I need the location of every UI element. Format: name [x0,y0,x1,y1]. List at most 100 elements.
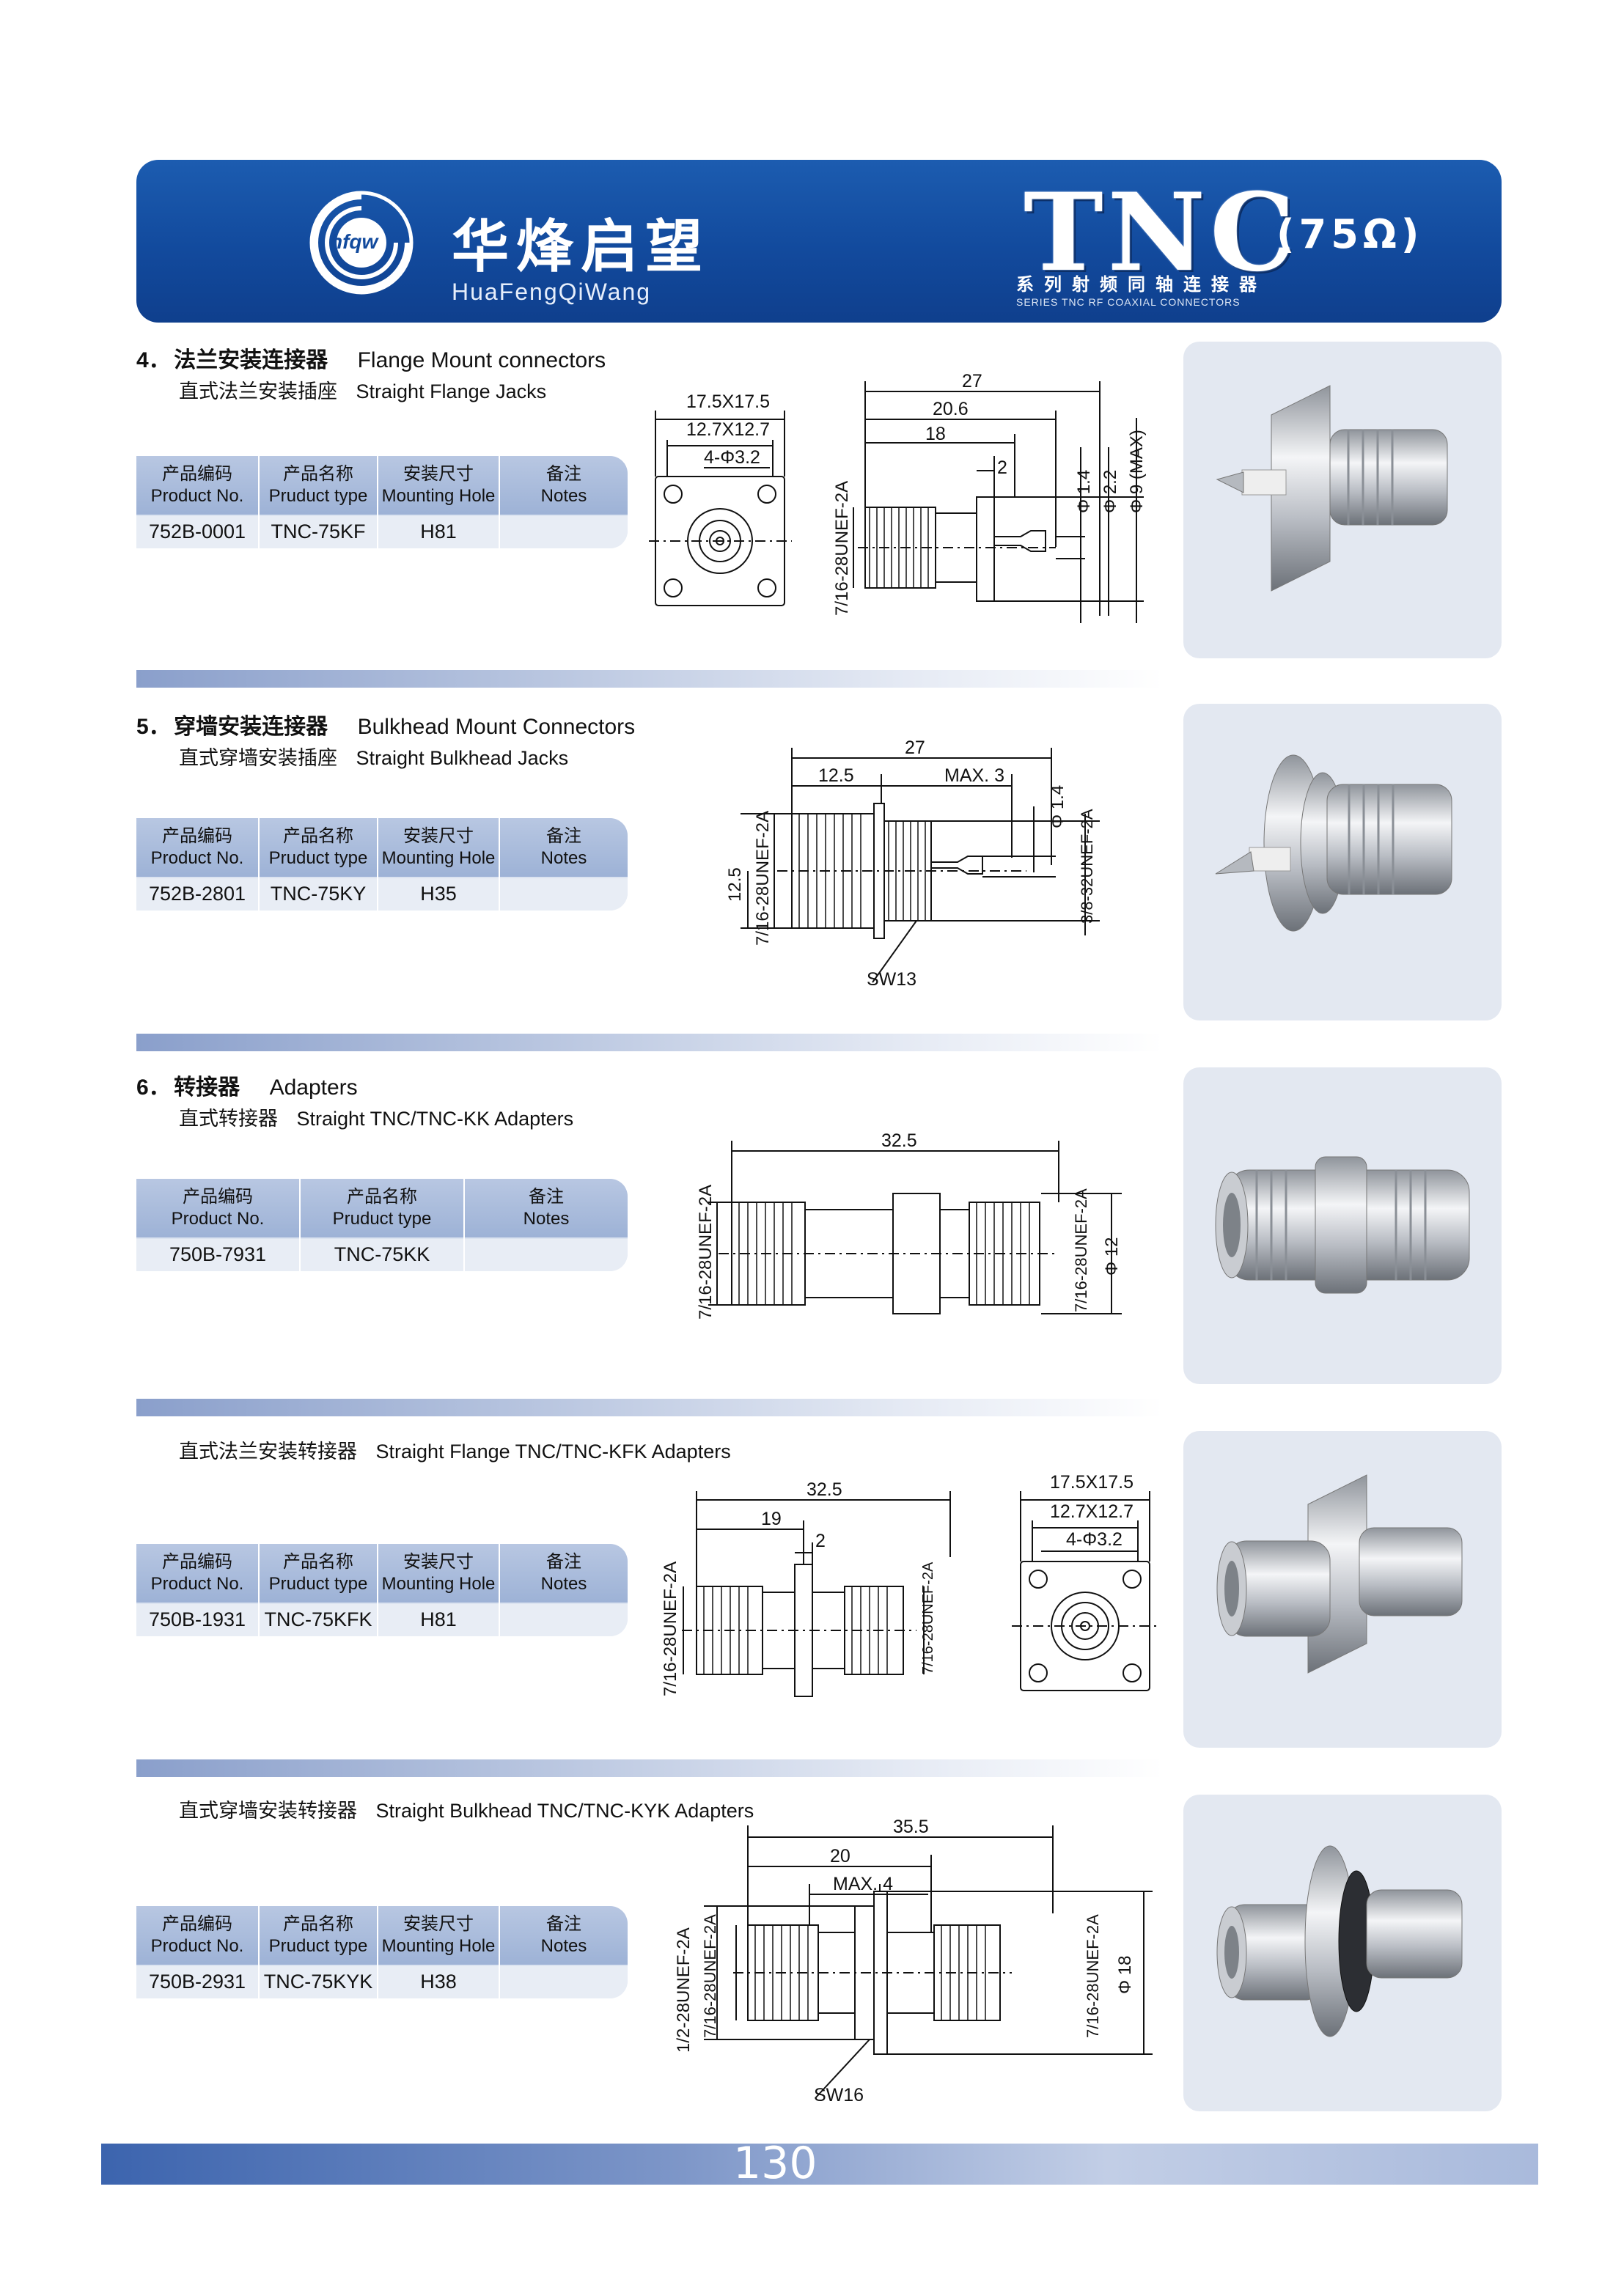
thread-label: 7/16-28UNEF-2A [920,1561,936,1674]
product-photo-kk-adapter [1183,1067,1502,1384]
section-divider [136,670,1163,688]
logo-text: hfqw [330,230,378,253]
footer-bar [101,2144,1538,2185]
product-photo-flange-jack [1183,342,1502,658]
dim-label: 2 [997,457,1007,478]
subtitle-en: Straight TNC/TNC-KK Adapters [296,1108,574,1130]
product-no-cell: 750B-2931 [148,1971,246,1993]
dim-label: 32.5 [807,1479,842,1500]
subtitle-en: Straight Flange Jacks [356,380,547,402]
section-title-cn: 转接器 [174,1075,240,1100]
subtitle-cn: 直式法兰安装转接器 [179,1441,357,1463]
product-photo-kfk-adapter [1183,1431,1502,1748]
brand-name-en: HuaFengQiWang [452,279,652,305]
dim-label: Φ 2.2 [1101,470,1120,513]
dim-label: 18 [925,424,946,444]
product-no-cell: 750B-1931 [148,1608,246,1630]
dim-label: 20.6 [933,399,969,419]
product-no-cell: 750B-7931 [169,1243,267,1265]
mounting-hole-cell: H81 [420,520,457,542]
dim-label: 35.5 [893,1817,929,1837]
section-title-cn: 法兰安装连接器 [174,348,328,372]
mounting-hole-cell: H81 [420,1608,457,1630]
technical-drawing-bulkhead-jack: 27 12.5 MAX. 3 Φ 1.4 12.5 7/16-28UNEF-2A… [725,737,1100,990]
mounting-hole-cell: H35 [420,883,457,905]
subtitle-cn: 直式穿墙安装插座 [179,747,337,769]
technical-drawing-flange-jack: 17.5X17.5 12.7X12.7 4-Φ3.2 27 20.6 18 2 … [649,374,1147,623]
mounting-hole-cell: H38 [420,1971,457,1993]
subtitle-cn: 直式穿墙安装转接器 [179,1800,357,1822]
dim-label: MAX. 4 [833,1874,893,1894]
section-5-subtitle: 直式穿墙安装插座 Straight Bulkhead Jacks [179,742,568,770]
subtitle-en: Straight Bulkhead TNC/TNC-KYK Adapters [375,1800,754,1822]
page-number: 130 [733,2138,817,2189]
subtitle-en: Straight Bulkhead Jacks [356,747,569,769]
dim-label: SW13 [867,969,916,990]
dim-label: 20 [830,1846,850,1866]
section-divider [136,1399,1163,1416]
product-type-cell: TNC-75KK [334,1243,430,1265]
thread-label: 3/8-32UNEF-2A [1078,809,1096,924]
product-type-cell: TNC-75KYK [263,1971,373,1993]
brand-name-cn: 华烽启望 [452,214,710,280]
series-subtitle-cn: 系列射频同轴连接器 [1016,275,1267,295]
product-type-cell: TNC-75KFK [264,1608,372,1630]
thread-label: 1/2-28UNEF-2A [674,1927,694,2053]
section-5-heading: 5． 穿墙安装连接器 Bulkhead Mount Connectors [136,708,635,740]
dim-label: 12.7X12.7 [686,419,770,440]
subtitle-cn: 直式转接器 [179,1108,278,1130]
technical-drawing-kk-adapter: 32.5 7/16-28UNEF-2A 7/16-28UNEF-2A Φ 12 [696,1130,1122,1320]
product-no-cell: 752B-2801 [148,883,246,905]
subtitle-cn: 直式法兰安装插座 [179,380,337,402]
thread-label: 7/16-28UNEF-2A [696,1185,716,1320]
dim-label: Φ 12 [1102,1237,1122,1276]
dim-label: 12.5 [725,867,745,902]
dim-label: MAX. 3 [944,765,1004,786]
section-number: 6． [136,1075,171,1100]
technical-drawing-kfk-adapter: 32.5 19 2 7/16-28UNEF-2A 7/16-28UNEF-2A … [661,1472,1158,1697]
section-divider [136,1759,1163,1777]
section-4-heading: 4． 法兰安装连接器 Flange Mount connectors [136,342,606,374]
dim-label: 32.5 [881,1130,917,1151]
dim-label: 2 [815,1531,826,1551]
section-number: 5． [136,715,171,739]
dim-label: 12.5 [818,765,854,786]
thread-label: 7/16-28UNEF-2A [701,1914,719,2038]
dim-label: 4-Φ3.2 [1066,1529,1123,1550]
product-photo-bulkhead-jack [1183,704,1502,1020]
dim-label: Φ 1.4 [1074,470,1094,513]
thread-label: 7/16-28UNEF-2A [1072,1188,1090,1312]
thread-label: 7/16-28UNEF-2A [1084,1914,1102,2038]
section-4-subtitle: 直式法兰安装插座 Straight Flange Jacks [179,375,546,404]
section-number: 4． [136,348,171,372]
section-title-cn: 穿墙安装连接器 [174,715,328,739]
section-title-en: Adapters [269,1075,358,1100]
subtitle-en: Straight Flange TNC/TNC-KFK Adapters [375,1441,731,1463]
dim-label: 17.5X17.5 [686,391,770,412]
product-photo-kyk-adapter [1183,1795,1502,2111]
thread-label: 7/16-28UNEF-2A [832,481,852,616]
impedance-label: (75Ω) [1276,211,1424,257]
dim-label: 17.5X17.5 [1050,1472,1134,1493]
flange-adapter-subtitle: 直式法兰安装转接器 Straight Flange TNC/TNC-KFK Ad… [179,1435,731,1464]
bulkhead-adapter-subtitle: 直式穿墙安装转接器 Straight Bulkhead TNC/TNC-KYK … [179,1795,754,1823]
product-type-cell: TNC-75KF [271,520,366,542]
product-type-cell: TNC-75KY [270,883,367,905]
